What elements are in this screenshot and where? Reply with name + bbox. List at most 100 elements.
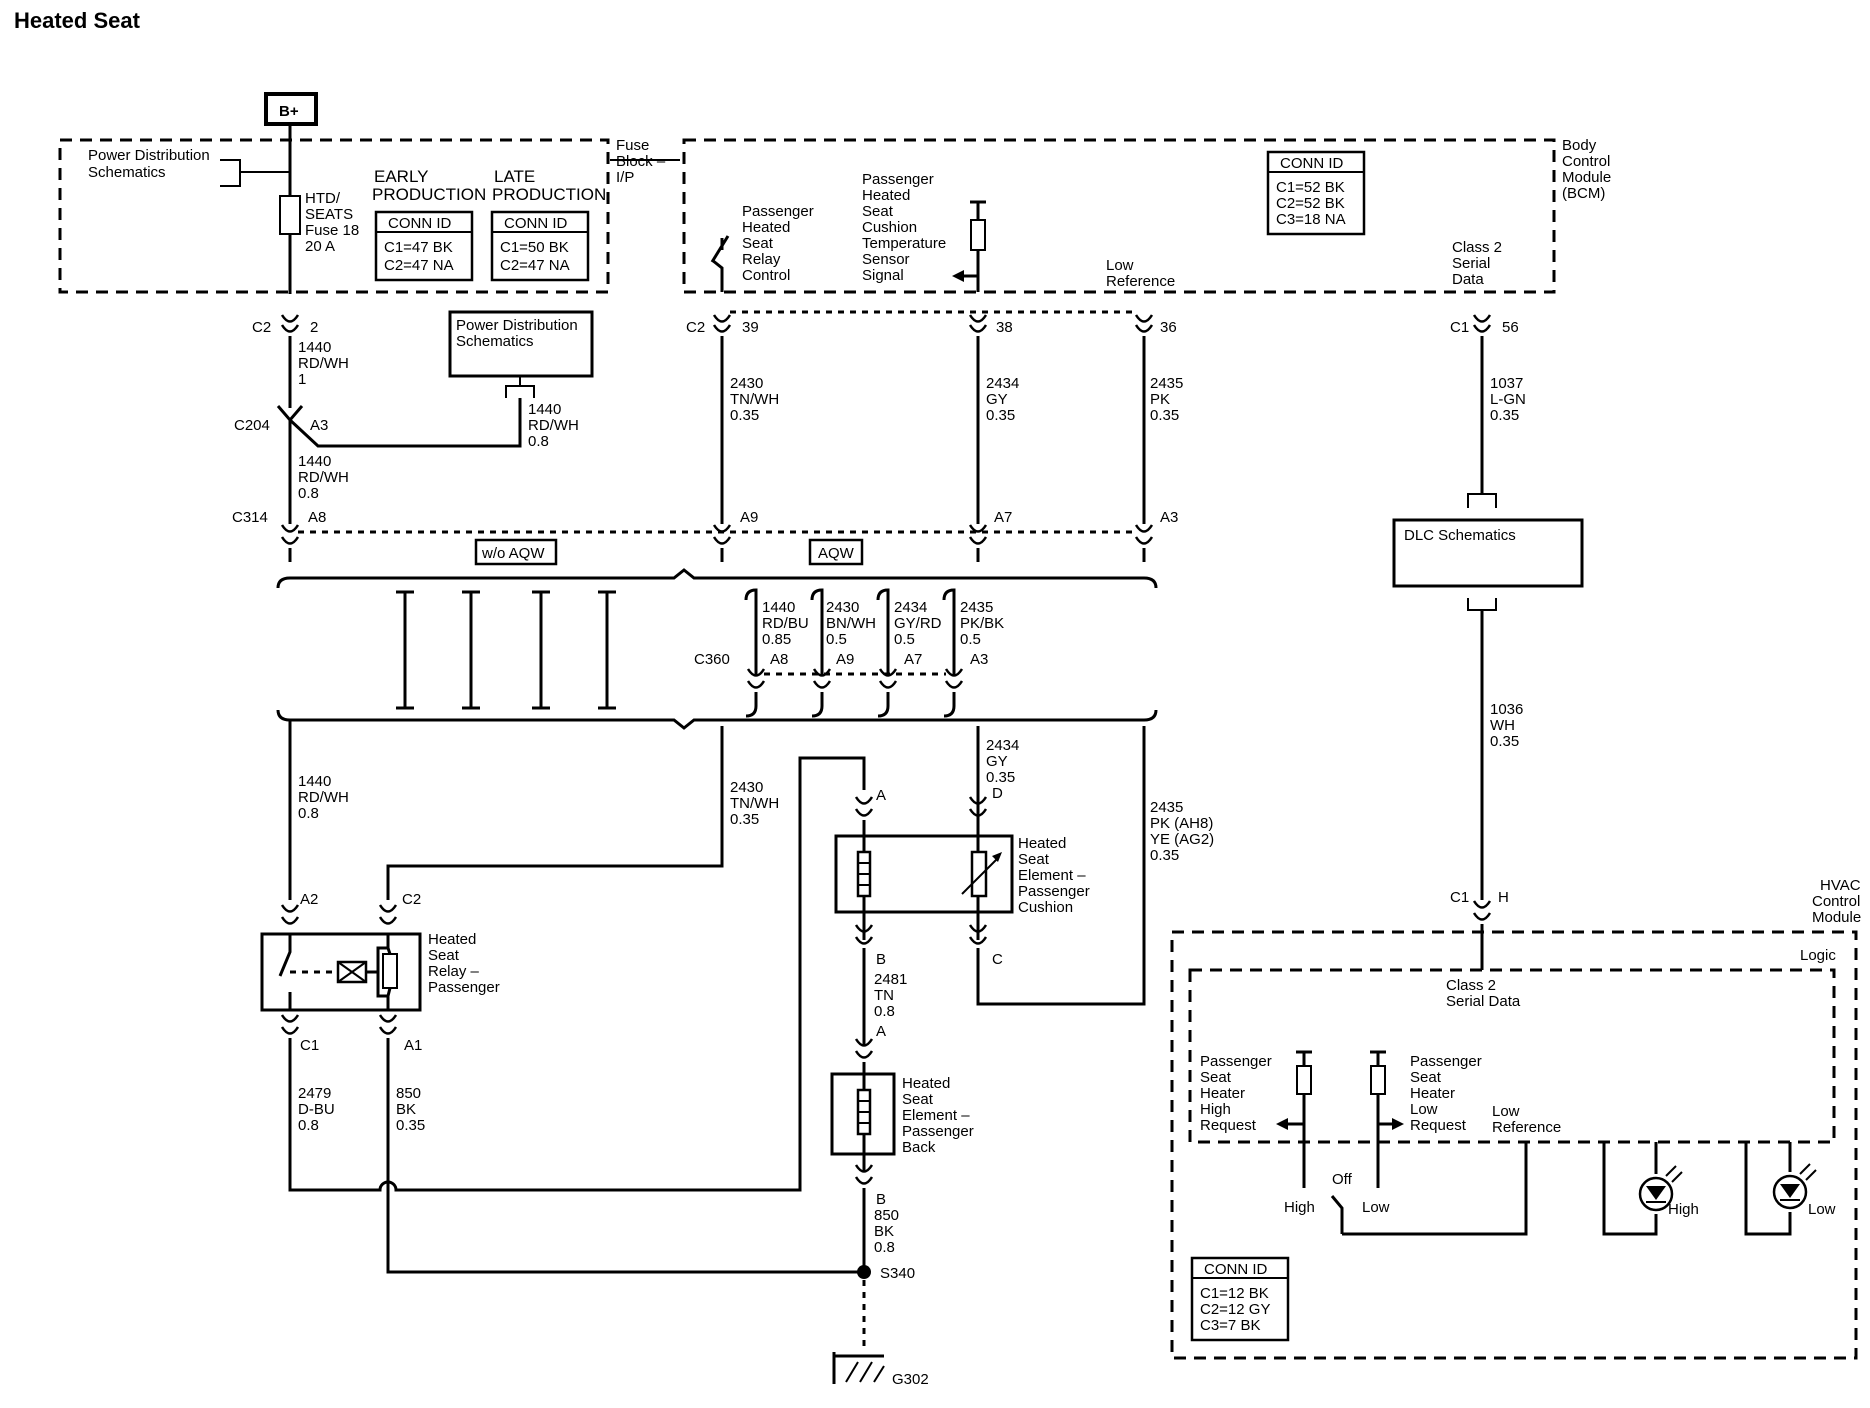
battery-label: B+ (279, 103, 299, 120)
fuse-block-box (58, 138, 610, 294)
c204-label: C204 (234, 417, 270, 434)
pin-39: 39 (742, 319, 759, 336)
relay-pin-c2: C2 (402, 891, 421, 908)
switch-high-label: High (1284, 1199, 1315, 1216)
wire-2430-label: 2430 TN/WH 0.35 (730, 375, 783, 424)
hvac-box (1170, 930, 1858, 1360)
bcm-class2-label: Class 2 Serial Data (1452, 239, 1506, 288)
wire-2430-lower-label: 2430 TN/WH 0.35 (730, 779, 783, 828)
option-wo-aqw (474, 538, 558, 566)
power-dist-bracket (220, 159, 290, 187)
c314-pin-a3: A3 (1160, 509, 1178, 526)
cushion-pin-b: B (876, 951, 886, 968)
ground-g302 (832, 1352, 885, 1384)
branch-bracket (505, 385, 535, 398)
led-low-circuit (1744, 1142, 1792, 1236)
bcm-low-ref-label: Low Reference (1106, 257, 1175, 290)
relay-contact (278, 934, 292, 1010)
svg-text:w/o AQW: w/o AQW (481, 545, 545, 562)
dlc-bracket-bottom (1467, 598, 1497, 611)
wire-1036-label: 1036 WH 0.35 (1490, 701, 1528, 750)
cushion-pin-d: D (992, 785, 1003, 802)
c314-pin-a8: A8 (308, 509, 326, 526)
late-conn-ids: C1=50 BK C2=47 NA (500, 239, 573, 274)
dlc-box-label: DLC Schematics (1404, 527, 1516, 544)
hvac-selector-switch (1330, 1142, 1528, 1236)
wire-2434-lower-label: 2434 GY 0.35 (986, 737, 1024, 786)
fuse-label: HTD/ SEATS Fuse 18 20 A (305, 190, 363, 255)
relay-pin-a2: A2 (300, 891, 318, 908)
splice-label: S340 (880, 1265, 915, 1282)
wo-aqw-jumpers (396, 590, 616, 710)
c2-mid-label: C2 (686, 319, 705, 336)
wire-2481-label: 2481 TN 0.8 (874, 971, 912, 1020)
hvac-conn-ids: C1=12 BK C2=12 GY C3=7 BK (1200, 1285, 1274, 1334)
wire-2479-label: 2479 D-BU 0.8 (298, 1085, 339, 1134)
relay-pin-a1: A1 (404, 1037, 422, 1054)
pin-56: 56 (1502, 319, 1519, 336)
dlc-bracket-top (1467, 493, 1497, 508)
hvac-pin-h: H (1498, 889, 1509, 906)
back-pin-a: A (876, 1023, 886, 1040)
wire-2435-lower (976, 726, 1146, 1006)
c360-pin-a3: A3 (970, 651, 988, 668)
hvac-high-pullup (1296, 1050, 1312, 1188)
late-production-label: LATE PRODUCTION (492, 167, 606, 204)
wire-850-relay-label: 850 BK 0.35 (396, 1085, 425, 1134)
wire-1440-mid-label: 1440 RD/WH 0.8 (298, 453, 353, 502)
fuse-symbol (279, 195, 301, 235)
c360-wire-2435-label: 2435 PK/BK 0.5 (960, 599, 1008, 648)
pin-36: 36 (1160, 319, 1177, 336)
bcm-label: Body Control Module (BCM) (1562, 137, 1615, 202)
cushion-element-label: Heated Seat Element – Passenger Cushion (1018, 835, 1094, 916)
early-conn-title: CONN ID (388, 215, 452, 232)
bcm-conn-title: CONN ID (1280, 155, 1344, 172)
early-production-label: EARLY PRODUCTION (372, 167, 486, 204)
c360-pin-a7: A7 (904, 651, 922, 668)
c314-label: C314 (232, 509, 268, 526)
relay-label: Heated Seat Relay – Passenger (428, 931, 500, 996)
c360-wire-2434-label: 2434 GY/RD 0.5 (894, 599, 946, 648)
hvac-conn-id-box (1190, 1256, 1290, 1342)
c360-wire-2430-label: 2430 BN/WH 0.5 (826, 599, 880, 648)
bcm-box (682, 138, 1556, 294)
c204-connector (276, 405, 304, 423)
hvac-logic-label: Logic (1800, 947, 1836, 964)
wire-1440-branch-label: 1440 RD/WH 0.8 (528, 401, 583, 450)
option-harness-top (276, 568, 1158, 589)
cushion-pin-a: A (876, 787, 886, 804)
hvac-class2-label: Class 2 Serial Data (1446, 977, 1521, 1010)
c314-pin-a7: A7 (994, 509, 1012, 526)
wire-2479 (288, 756, 866, 1192)
c204-pin: A3 (310, 417, 328, 434)
bcm-conn-ids: C1=52 BK C2=52 BK C3=18 NA (1276, 179, 1349, 228)
fuse-block-label: Fuse Block – I/P (616, 137, 669, 186)
svg-text:AQW: AQW (818, 545, 855, 562)
wire-2434-label: 2434 GY 0.35 (986, 375, 1024, 424)
switch-low-label: Low (1362, 1199, 1390, 1216)
wire-1440-upper-label: 1440 RD/WH 1 (298, 339, 353, 388)
hvac-low-reference-label: Low Reference (1492, 1103, 1561, 1136)
power-dist-box-label: Power Distribution Schematics (456, 317, 582, 350)
wire-1440-lower-label: 1440 RD/WH 0.8 (298, 773, 353, 822)
bcm-conn-id-box (1266, 150, 1366, 236)
hvac-low-pullup (1370, 1050, 1386, 1188)
early-conn-ids: C1=47 BK C2=47 NA (384, 239, 457, 274)
c2-left-label: C2 (252, 319, 271, 336)
wire-850-relay (386, 1038, 864, 1274)
pin-38: 38 (996, 319, 1013, 336)
aqw-branches (744, 588, 956, 676)
diagram-title: Heated Seat (14, 8, 141, 33)
led-high-label: High (1668, 1201, 1699, 1218)
wire-850-ground-label: 850 BK 0.8 (874, 1207, 903, 1256)
bcm-relay-control-label: Passenger Heated Seat Relay Control (742, 203, 818, 284)
c2-left-pin: 2 (310, 319, 318, 336)
option-aqw (808, 538, 864, 566)
led-low-label: Low (1808, 1201, 1836, 1218)
wire-2435-lower-label: 2435 PK (AH8) YE (AG2) 0.35 (1150, 799, 1218, 864)
cushion-pin-c: C (992, 951, 1003, 968)
relay-pin-c1: C1 (300, 1037, 319, 1054)
wire-1037-label: 1037 L-GN 0.35 (1490, 375, 1530, 424)
back-element-label: Heated Seat Element – Passenger Back (902, 1075, 978, 1156)
